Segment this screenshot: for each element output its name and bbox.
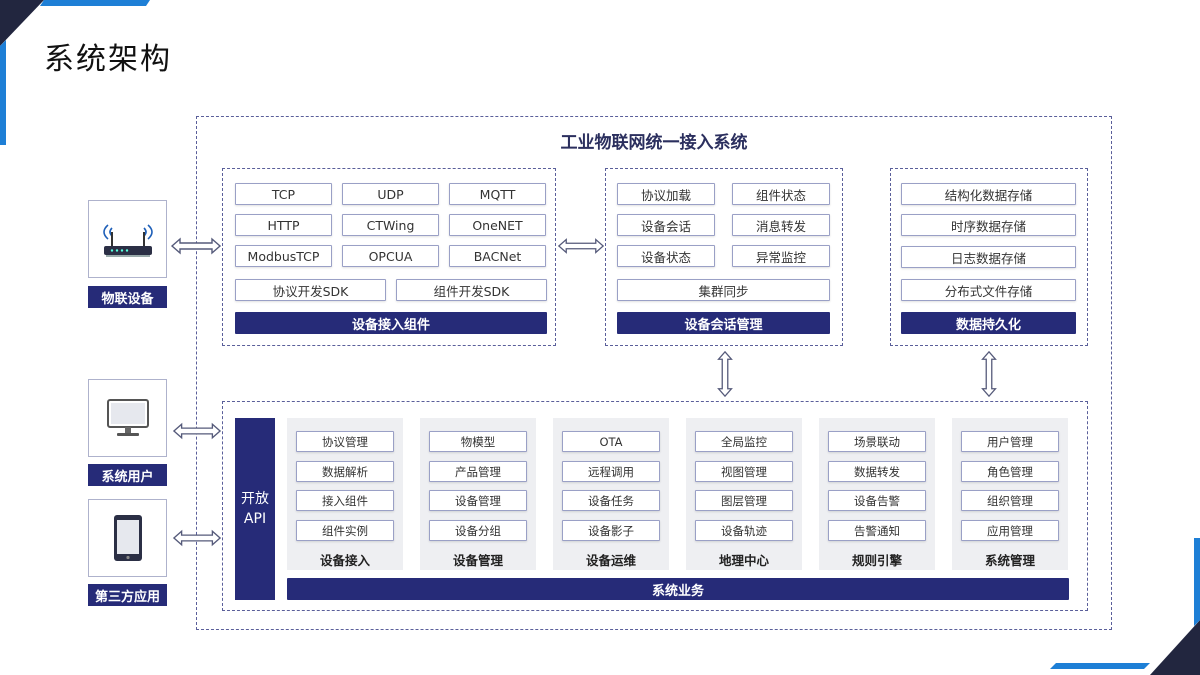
system-user-label: 系统用户 [88, 464, 167, 486]
third-party-app-box [88, 499, 167, 577]
business-item: 物模型 [429, 431, 527, 452]
session-item: 组件状态 [732, 183, 830, 205]
business-item: 数据转发 [828, 461, 926, 482]
third-party-app-label: 第三方应用 [88, 584, 167, 606]
business-group-title: 系统管理 [984, 553, 1035, 568]
storage-item: 分布式文件存储 [901, 279, 1076, 301]
business-item: 告警通知 [828, 520, 926, 541]
protocol-item: CTWing [342, 214, 439, 236]
protocol-item: HTTP [235, 214, 332, 236]
business-item: 视图管理 [695, 461, 793, 482]
device-access-panel [222, 168, 556, 346]
business-group-title: 设备管理 [452, 553, 503, 568]
system-frame [196, 116, 1112, 630]
session-item: 异常监控 [732, 245, 830, 267]
session-title: 设备会话管理 [617, 312, 830, 334]
business-item: 角色管理 [961, 461, 1059, 482]
storage-item: 日志数据存储 [901, 246, 1076, 268]
corner-decoration-bottom-right [1050, 538, 1200, 675]
business-item: OTA [562, 431, 660, 452]
protocol-item: MQTT [449, 183, 546, 205]
session-wide-item: 集群同步 [617, 279, 830, 301]
business-item: 组件实例 [296, 520, 394, 541]
business-item: 协议管理 [296, 431, 394, 452]
business-item: 设备任务 [562, 490, 660, 511]
business-item: 应用管理 [961, 520, 1059, 541]
business-item: 设备影子 [562, 520, 660, 541]
business-group-title: 设备运维 [585, 553, 636, 568]
business-item: 全局监控 [695, 431, 793, 452]
iot-device-box [88, 200, 167, 278]
business-item: 图层管理 [695, 490, 793, 511]
business-group-title: 规则引擎 [851, 553, 902, 568]
storage-item: 时序数据存储 [901, 214, 1076, 236]
business-item: 场景联动 [828, 431, 926, 452]
business-group-title: 设备接入 [319, 553, 370, 568]
page-title: 系统架构 [44, 42, 172, 77]
storage-item: 结构化数据存储 [901, 183, 1076, 205]
business-item: 设备告警 [828, 490, 926, 511]
sdk-item: 组件开发SDK [396, 279, 547, 301]
system-frame-title: 工业物联网统一接入系统 [560, 133, 748, 153]
double-arrow-icon [557, 238, 605, 254]
business-item: 组织管理 [961, 490, 1059, 511]
vertical-double-arrow-icon [717, 350, 733, 398]
vertical-double-arrow-icon [981, 350, 997, 398]
business-item: 设备管理 [429, 490, 527, 511]
business-group-title: 地理中心 [718, 553, 769, 568]
protocol-item: ModbusTCP [235, 245, 332, 267]
business-item: 设备轨迹 [695, 520, 793, 541]
system-user-box [88, 379, 167, 457]
persistence-title: 数据持久化 [901, 312, 1076, 334]
session-item: 设备状态 [617, 245, 715, 267]
session-panel [605, 168, 843, 346]
double-arrow-icon [172, 422, 222, 440]
iot-device-label: 物联设备 [88, 286, 167, 308]
business-item: 接入组件 [296, 490, 394, 511]
business-panel [222, 401, 1088, 611]
sdk-item: 协议开发SDK [235, 279, 386, 301]
double-arrow-icon [172, 529, 222, 547]
persistence-panel [890, 168, 1088, 346]
router-icon [102, 224, 153, 257]
open-api-line1: 开放 [241, 491, 269, 507]
corner-decoration-top-left [0, 0, 150, 145]
business-item: 远程调用 [562, 461, 660, 482]
double-arrow-icon [170, 237, 222, 255]
protocol-item: BACNet [449, 245, 546, 267]
business-title: 系统业务 [287, 578, 1069, 600]
monitor-icon [106, 399, 149, 436]
protocol-item: TCP [235, 183, 332, 205]
tablet-icon [113, 515, 142, 561]
protocol-item: UDP [342, 183, 439, 205]
business-item: 数据解析 [296, 461, 394, 482]
protocol-item: OPCUA [342, 245, 439, 267]
business-item: 产品管理 [429, 461, 527, 482]
open-api-bar: 开放 API [235, 418, 275, 600]
business-item: 用户管理 [961, 431, 1059, 452]
session-item: 消息转发 [732, 214, 830, 236]
session-item: 设备会话 [617, 214, 715, 236]
open-api-line2: API [243, 511, 267, 527]
business-item: 设备分组 [429, 520, 527, 541]
session-item: 协议加载 [617, 183, 715, 205]
device-access-title: 设备接入组件 [235, 312, 547, 334]
protocol-item: OneNET [449, 214, 546, 236]
